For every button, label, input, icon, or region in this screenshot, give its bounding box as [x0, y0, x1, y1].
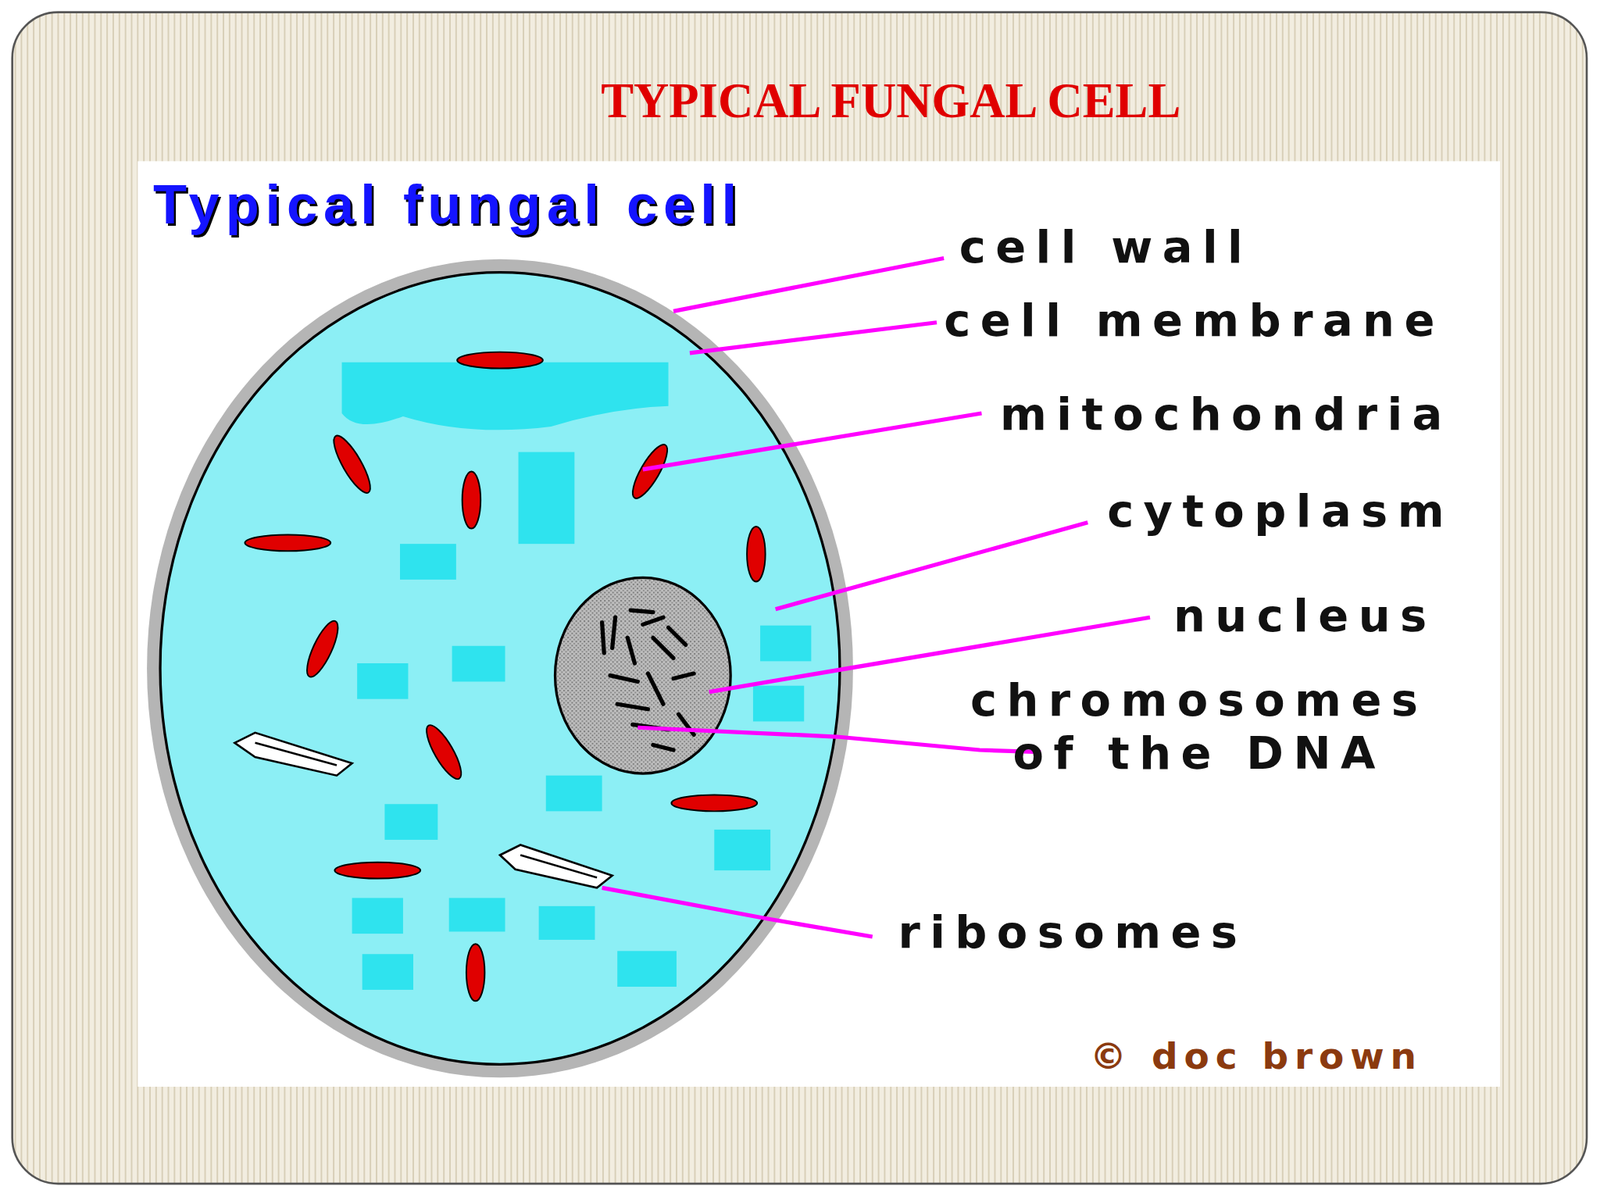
part-label: chromosomes of the DNA [953, 673, 1444, 780]
slide-title: TYPICAL FUNGAL CELL [482, 71, 1300, 131]
image-panel [137, 160, 1500, 1087]
part-label: cytoplasm [1107, 484, 1454, 538]
part-label: ribosomes [897, 906, 1247, 960]
part-label: cell wall [959, 220, 1253, 274]
cell-membrane [160, 272, 840, 1065]
part-label: cell membrane [943, 293, 1445, 347]
slide-frame [12, 12, 1587, 1184]
part-label: mitochondria [1000, 387, 1453, 441]
ribosome-shapes [234, 732, 612, 889]
copyright-note: © doc brown [1089, 1034, 1423, 1078]
vacuole-blocks [342, 362, 812, 990]
cell-wall [146, 259, 854, 1079]
part-label: nucleus [1173, 589, 1437, 643]
panel-heading: Typical fungal cell [153, 171, 743, 237]
leader-lines [602, 257, 1150, 937]
nucleus-shape [555, 577, 732, 774]
